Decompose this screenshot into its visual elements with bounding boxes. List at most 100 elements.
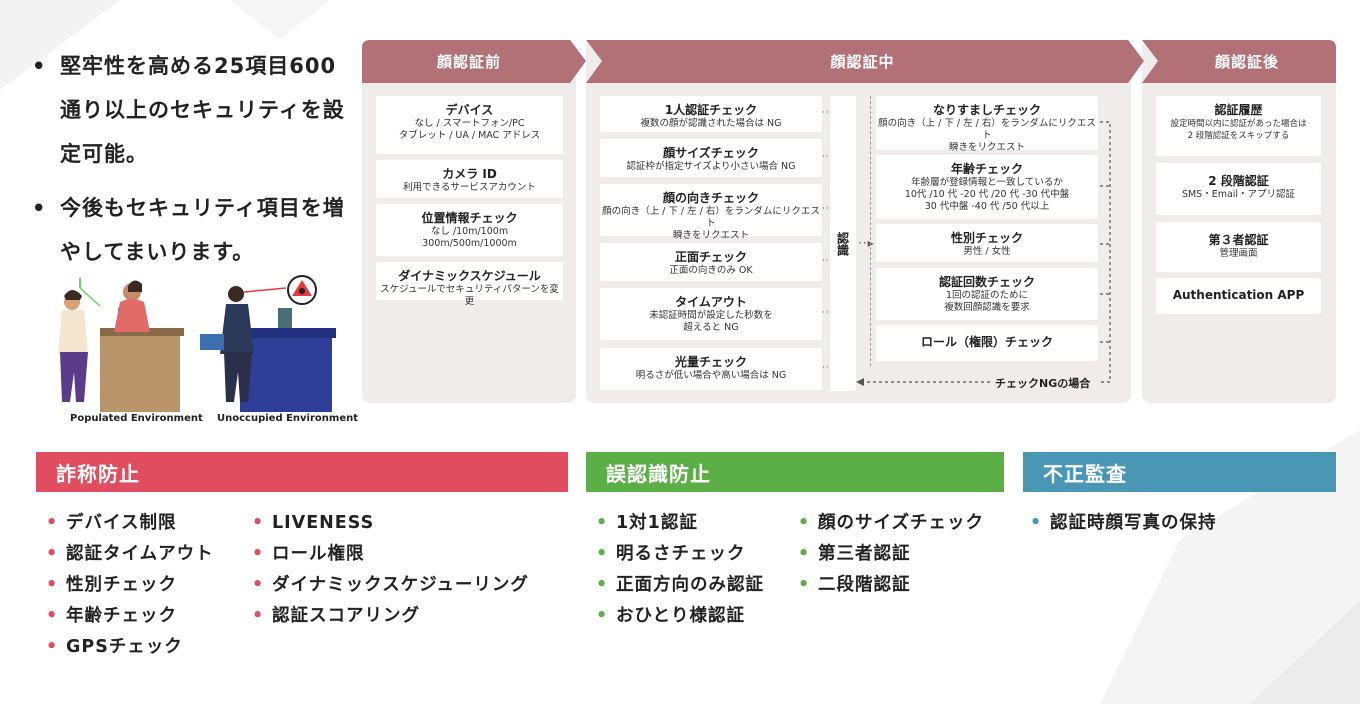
check-desc: 瞬きをリクエスト bbox=[948, 142, 1025, 153]
list-item: 認証時顔写真の保持 bbox=[1028, 508, 1217, 539]
check-desc: 明るさが低い場合や高い場合は NG bbox=[635, 370, 787, 381]
check-title: 第３者認証 bbox=[1208, 233, 1269, 247]
check-title: 1人認証チェック bbox=[664, 103, 758, 117]
check-title: Authentication APP bbox=[1172, 288, 1305, 302]
recognition-label: 認識 bbox=[830, 96, 856, 391]
category-header-audit: 不正監査 bbox=[1023, 452, 1336, 492]
check-box: ロール（権限）チェック bbox=[876, 325, 1098, 361]
check-box: 第３者認証 管理画面 bbox=[1156, 222, 1321, 272]
check-box: 光量チェック 明るさが低い場合や高い場合は NG bbox=[600, 348, 822, 390]
list-item: 二段階認証 bbox=[796, 570, 984, 601]
populated-caption: Populated Environment bbox=[70, 413, 203, 424]
list-item: 年齢チェック bbox=[44, 601, 214, 632]
check-title: 正面チェック bbox=[674, 250, 747, 264]
check-box: 顔の向きチェック 顔の向き（上 / 下 / 左 / 右）をランダムにリクエスト … bbox=[600, 184, 822, 241]
check-box: 位置情報チェック なし /10m/100m 300m/500m/1000m bbox=[376, 204, 563, 256]
list-item: 1対1認証 bbox=[594, 508, 764, 539]
check-title: カメラ ID bbox=[442, 167, 497, 181]
check-title: 性別チェック bbox=[950, 231, 1023, 245]
list-item: LIVENESS bbox=[250, 508, 529, 539]
list-item: ダイナミックスケジューリング bbox=[250, 570, 529, 601]
check-desc: 複数回顔認識を要求 bbox=[944, 302, 1030, 313]
list-item: デバイス制限 bbox=[44, 508, 214, 539]
check-box: タイムアウト 未認証時間が設定した秒数を 超えると NG bbox=[600, 288, 822, 340]
list-item: 正面方向のみ認証 bbox=[594, 570, 764, 601]
check-desc: なし /10m/100m bbox=[430, 226, 509, 237]
check-box: Authentication APP bbox=[1156, 278, 1321, 314]
environment-illustration bbox=[58, 275, 336, 412]
check-box: デバイス なし / スマートフォン/PC タブレット / UA / MAC アド… bbox=[376, 96, 563, 154]
connector-dots: ·· bbox=[822, 152, 830, 162]
check-desc: 10代 /10 代 -20 代 /20 代 -30 代中盤 bbox=[904, 189, 1070, 200]
check-desc: 管理画面 bbox=[1219, 248, 1258, 259]
list-item: 認証タイムアウト bbox=[44, 539, 214, 570]
list-item: 認証スコアリング bbox=[250, 601, 529, 632]
list-item: おひとり様認証 bbox=[594, 601, 764, 632]
check-box: 2 段階認証 SMS・Email・アプリ認証 bbox=[1156, 163, 1321, 215]
check-box: ダイナミックスケジュール スケジュールでセキュリティパターンを変更 bbox=[376, 262, 563, 307]
check-title: ダイナミックスケジュール bbox=[398, 269, 541, 283]
check-title: 光量チェック bbox=[674, 355, 747, 369]
check-title: タイムアウト bbox=[675, 295, 747, 309]
check-title: 2 段階認証 bbox=[1208, 174, 1269, 188]
list-item: 性別チェック bbox=[44, 570, 214, 601]
category-header-spoofing: 詐称防止 bbox=[36, 452, 568, 492]
check-title: デバイス bbox=[445, 103, 494, 117]
check-desc: 瞬きをリクエスト bbox=[672, 230, 749, 241]
during-right-group bbox=[870, 96, 1100, 366]
list-item: 顔のサイズチェック bbox=[796, 508, 984, 539]
check-desc: 2 段階認証をスキップする bbox=[1187, 131, 1290, 141]
arrow-right-icon: ··▸ bbox=[858, 236, 875, 250]
populated-environment-illustration bbox=[58, 278, 184, 412]
check-desc: 男性 / 女性 bbox=[963, 246, 1011, 257]
misrecognition-list-2: 顔のサイズチェック 第三者認証 二段階認証 bbox=[796, 508, 984, 601]
check-box: 性別チェック 男性 / 女性 bbox=[876, 224, 1098, 262]
unoccupied-caption: Unoccupied Environment bbox=[217, 413, 359, 424]
stage-header-after: 顔認証後 bbox=[1214, 53, 1279, 71]
check-desc: 30 代中盤 -40 代 /50 代以上 bbox=[924, 201, 1050, 212]
connector-dots: ·· bbox=[822, 363, 830, 373]
list-item: 第三者認証 bbox=[796, 539, 984, 570]
misrecognition-list-1: 1対1認証 明るさチェック 正面方向のみ認証 おひとり様認証 bbox=[594, 508, 764, 632]
list-item: ロール権限 bbox=[250, 539, 529, 570]
check-desc: 年齢層が登録情報と一致しているか bbox=[911, 177, 1063, 188]
stage-header-before: 顔認証前 bbox=[436, 53, 501, 71]
check-box: 認証履歴 設定時間以内に認証があった場合は 2 段階認証をスキップする bbox=[1156, 96, 1321, 156]
check-desc: 顔の向き（上 / 下 / 左 / 右）をランダムにリクエスト bbox=[602, 206, 820, 229]
check-desc: 複数の顔が認識された場合は NG bbox=[640, 118, 782, 129]
check-desc: 超えると NG bbox=[683, 322, 739, 333]
check-desc: 設定時間以内に認証があった場合は bbox=[1170, 119, 1307, 129]
check-box: なりすましチェック 顔の向き（上 / 下 / 左 / 右）をランダムにリクエスト… bbox=[876, 96, 1098, 153]
check-desc: 認証枠が指定サイズより小さい場合 NG bbox=[626, 161, 796, 172]
unoccupied-environment-illustration bbox=[200, 275, 336, 412]
stage-header-during: 顔認証中 bbox=[830, 53, 895, 71]
check-box: 認証回数チェック 1回の認証のために 複数回顔認識を要求 bbox=[876, 268, 1098, 320]
list-item: 明るさチェック bbox=[594, 539, 764, 570]
check-box: カメラ ID 利用できるサービスアカウント bbox=[376, 160, 563, 198]
intro-bullets: 堅牢性を高める25項目600通り以上のセキュリティを設定可能。 今後もセキュリテ… bbox=[30, 44, 350, 284]
check-desc: タブレット / UA / MAC アドレス bbox=[398, 130, 541, 141]
check-desc: なし / スマートフォン/PC bbox=[414, 118, 525, 129]
check-box: 1人認証チェック 複数の顔が認識された場合は NG bbox=[600, 96, 822, 132]
check-title: 位置情報チェック bbox=[421, 211, 518, 225]
check-title: 顔の向きチェック bbox=[662, 191, 759, 205]
check-desc: 300m/500m/1000m bbox=[422, 238, 517, 249]
connector-dots: ·· bbox=[822, 256, 830, 266]
check-box: 正面チェック 正面の向きのみ OK bbox=[600, 243, 822, 281]
check-desc: 利用できるサービスアカウント bbox=[403, 182, 536, 193]
stage-chevrons bbox=[362, 40, 1336, 83]
check-desc: SMS・Email・アプリ認証 bbox=[1181, 189, 1296, 200]
check-title: 年齢チェック bbox=[950, 162, 1023, 176]
check-title: 認証履歴 bbox=[1214, 103, 1263, 117]
check-desc: 正面の向きのみ OK bbox=[669, 265, 753, 276]
check-box: 年齢チェック 年齢層が登録情報と一致しているか 10代 /10 代 -20 代 … bbox=[876, 155, 1098, 219]
intro-bullet: 今後もセキュリティ項目を増やしてまいります。 bbox=[30, 186, 350, 274]
check-box: 顔サイズチェック 認証枠が指定サイズより小さい場合 NG bbox=[600, 139, 822, 177]
connector-dots: ·· bbox=[822, 308, 830, 318]
ng-label: チェックNGの場合 bbox=[995, 377, 1091, 390]
intro-bullet: 堅牢性を高める25項目600通り以上のセキュリティを設定可能。 bbox=[30, 44, 350, 176]
connector-dots: ·· bbox=[822, 108, 830, 118]
spoofing-list-1: デバイス制限 認証タイムアウト 性別チェック 年齢チェック GPSチェック bbox=[44, 508, 214, 663]
check-desc: 未認証時間が設定した秒数を bbox=[649, 310, 773, 321]
